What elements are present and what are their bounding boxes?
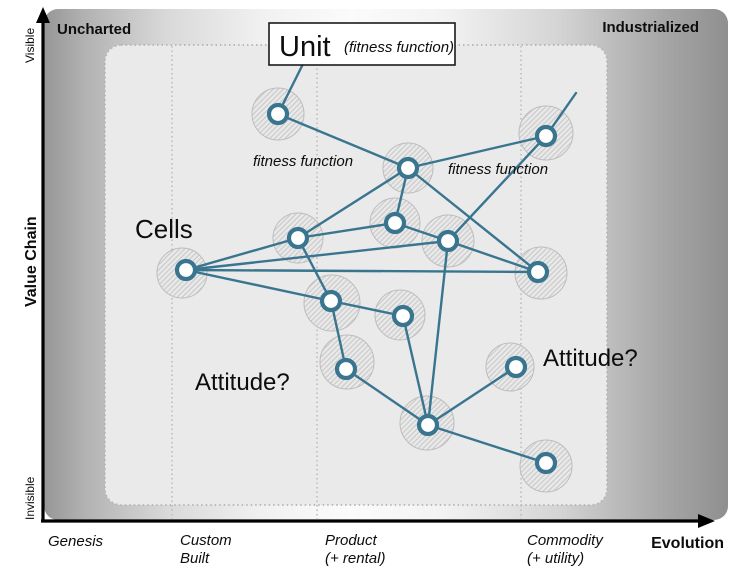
edge-mid-right-top-right: [446, 134, 548, 243]
edge-hub-top-top-right: [406, 134, 548, 170]
edge-cells-lower-left: [184, 268, 333, 303]
edge-low-left-bottom-hub: [344, 367, 430, 427]
edge-cells-mid-right: [184, 239, 450, 272]
edge-mid-left-lower-left: [296, 236, 333, 303]
attitude-label-right: Attitude?: [543, 345, 638, 372]
cells-label: Cells: [135, 214, 193, 244]
evolution-label: Evolution: [651, 535, 724, 552]
uncharted-label: Uncharted: [57, 21, 131, 38]
stage-label-commodity: Commodity (+ utility): [527, 532, 604, 567]
node-lower-center: [391, 304, 415, 328]
visible-label: Visible: [23, 28, 37, 63]
unit-box: [268, 22, 456, 66]
stage-label-custom-built: Custom Built: [180, 532, 232, 567]
node-mid-center: [383, 211, 407, 235]
node-low-left: [334, 357, 358, 381]
edge-mid-center-mid-left: [296, 221, 397, 240]
fitness-function-label-left: fitness function: [253, 153, 353, 170]
node-right-hub: [526, 260, 550, 284]
node-mid-right: [436, 229, 460, 253]
edge-cells-mid-left: [184, 236, 300, 272]
stage-label-genesis: Genesis: [48, 533, 104, 550]
edge-bottom-hub-attitude: [426, 365, 518, 427]
edge-lower-left-low-left: [329, 299, 348, 371]
node-mid-left: [286, 226, 310, 250]
node-unit: [266, 102, 290, 126]
stage-label-commodity-line2: (+ utility): [527, 550, 584, 567]
node-bottom-right: [534, 451, 558, 475]
stage-label-custom-line1: Custom: [180, 532, 232, 549]
node-hub-top: [396, 156, 420, 180]
y-axis-arrow-icon: [36, 7, 50, 23]
edge-layer: [184, 62, 578, 465]
node-layer: [174, 102, 558, 475]
stage-label-product-line2: (+ rental): [325, 550, 385, 567]
unit-box-subtitle: (fitness function): [344, 39, 454, 56]
value-chain-label: Value Chain: [23, 216, 40, 307]
node-attitude: [504, 355, 528, 379]
edge-cells-right-hub: [184, 268, 540, 274]
edge-bottom-hub-bottom-right: [426, 423, 548, 465]
node-lower-left: [319, 289, 343, 313]
stage-label-product-line1: Product: [325, 532, 378, 549]
invisible-label: Invisible: [23, 476, 37, 520]
edge-unit-hub-top: [276, 112, 410, 170]
stage-label-custom-line2: Built: [180, 550, 210, 567]
stage-label-genesis-line1: Genesis: [48, 533, 104, 550]
node-bottom-hub: [416, 413, 440, 437]
edge-lower-left-lower-center: [329, 299, 405, 318]
edge-lower-center-bottom-hub: [401, 314, 430, 427]
edge-hub-top-right-hub: [406, 166, 540, 274]
fitness-function-label-right: fitness function: [448, 161, 548, 178]
edge-hub-top-mid-left: [296, 166, 410, 240]
unit-box-title: Unit: [279, 31, 331, 63]
stage-label-product: Product (+ rental): [325, 532, 385, 567]
industrialized-label: Industrialized: [602, 19, 699, 36]
x-axis-arrow-icon: [698, 514, 715, 528]
attitude-label-left: Attitude?: [195, 369, 290, 396]
edge-mid-right-right-hub: [446, 239, 540, 274]
node-cells: [174, 258, 198, 282]
node-top-right: [534, 124, 558, 148]
stage-label-commodity-line1: Commodity: [527, 532, 604, 549]
